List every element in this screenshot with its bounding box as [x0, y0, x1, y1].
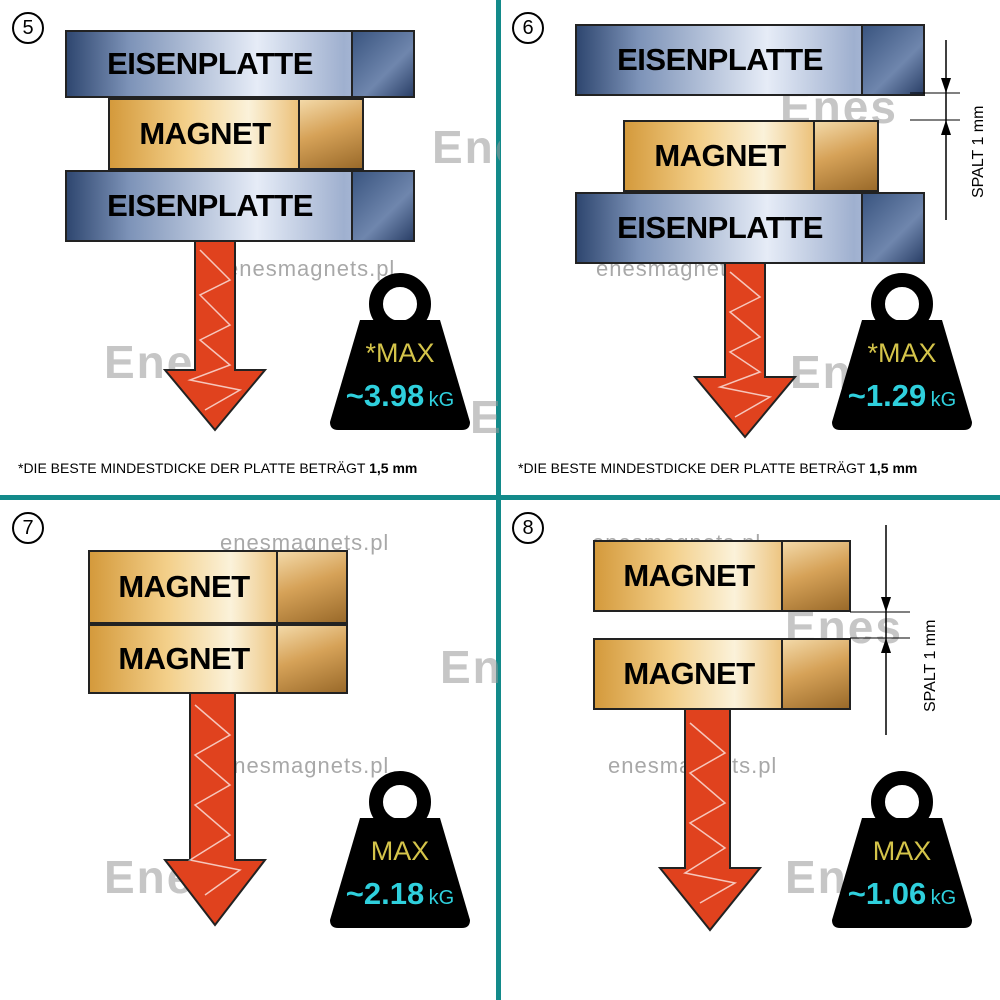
- magnet-edge: [276, 552, 346, 622]
- layer-label: MAGNET: [623, 656, 755, 691]
- magnet-edge: [813, 122, 877, 190]
- panel-8: 8 enesmagnets.pl enesmagnets.pl Enes Ene…: [500, 500, 1000, 1000]
- iron-plate-top: EISENPLATTE: [65, 30, 415, 98]
- panel-5: 5 enesmagnets.pl Enes Enes Enes Enes EIS…: [0, 0, 500, 500]
- layer-label: EISENPLATTE: [617, 42, 823, 77]
- force-arrow: [162, 240, 268, 432]
- iron-plate-top: EISENPLATTE: [575, 24, 925, 96]
- iron-plate-bottom: EISENPLATTE: [65, 170, 415, 242]
- max-value: ~2.18 kG: [325, 876, 475, 912]
- magnet-block: MAGNET: [623, 120, 879, 192]
- layer-label: MAGNET: [654, 138, 786, 173]
- panel-6: 6 enesmagnets.pl Enes Enes EISENPLATTE M…: [500, 0, 1000, 500]
- force-arrow: [657, 708, 763, 932]
- layer-label: EISENPLATTE: [107, 46, 313, 81]
- magnet-edge: [276, 626, 346, 692]
- layer-label: MAGNET: [118, 569, 250, 604]
- note-bold: 1,5 mm: [869, 460, 918, 476]
- max-label: *MAX: [867, 338, 937, 368]
- vertical-divider: [496, 0, 501, 1000]
- watermark-url: enesmagnets.pl: [226, 256, 396, 281]
- gap-label: SPALT 1 mm: [922, 619, 939, 712]
- layer-label: EISENPLATTE: [107, 188, 313, 223]
- magnet-block: MAGNET: [108, 98, 364, 170]
- plate-edge: [861, 194, 923, 262]
- weight-icon: [330, 273, 470, 430]
- layer-label: MAGNET: [118, 641, 250, 676]
- magnet-edge: [298, 100, 362, 168]
- max-value: ~1.06 kG: [827, 876, 977, 912]
- watermark-logo: Enes: [432, 121, 500, 173]
- plate-edge: [351, 172, 413, 240]
- max-value: ~1.29 kG: [827, 378, 977, 414]
- weight-icon: [832, 771, 972, 928]
- weight-icon: [832, 273, 972, 430]
- layer-label: MAGNET: [139, 116, 271, 151]
- max-label: MAX: [370, 836, 430, 866]
- gap-dimension: [850, 525, 910, 735]
- plate-edge: [351, 32, 413, 96]
- magnet-edge: [781, 640, 849, 708]
- weight-icon: [330, 771, 470, 928]
- magnet-edge: [781, 542, 849, 610]
- force-arrow: [692, 262, 798, 439]
- value-number: ~1.29: [847, 378, 927, 413]
- panel-number: 7: [12, 512, 44, 544]
- thickness-note: *DIE BESTE MINDESTDICKE DER PLATTE BETRÄ…: [18, 460, 417, 476]
- watermark-url: enesmagnets.pl: [220, 753, 390, 778]
- magnet-bottom: MAGNET: [593, 638, 851, 710]
- watermark-logo: Enes: [470, 391, 500, 443]
- note-text: *DIE BESTE MINDESTDICKE DER PLATTE BETRÄ…: [18, 460, 370, 476]
- value-number: ~1.06: [847, 876, 927, 911]
- panel-number: 6: [512, 12, 544, 44]
- note-text: *DIE BESTE MINDESTDICKE DER PLATTE BETRÄ…: [518, 460, 870, 476]
- magnet-top: MAGNET: [88, 550, 348, 624]
- gap-label: SPALT 1 mm: [970, 105, 987, 198]
- value-unit: kG: [428, 389, 455, 411]
- value-unit: kG: [930, 887, 957, 909]
- max-label: *MAX: [365, 338, 435, 368]
- gap-dimension: [910, 40, 960, 220]
- force-arrow: [162, 690, 268, 927]
- layer-label: MAGNET: [623, 558, 755, 593]
- max-value: ~3.98 kG: [325, 378, 475, 414]
- note-bold: 1,5 mm: [369, 460, 418, 476]
- magnet-top: MAGNET: [593, 540, 851, 612]
- layer-label: EISENPLATTE: [617, 210, 823, 245]
- value-unit: kG: [428, 887, 455, 909]
- value-unit: kG: [930, 389, 957, 411]
- panel-7: 7 enesmagnets.pl enesmagnets.pl Enes Ene…: [0, 500, 500, 1000]
- max-label: MAX: [872, 836, 932, 866]
- plate-edge: [861, 26, 923, 94]
- iron-plate-bottom: EISENPLATTE: [575, 192, 925, 264]
- watermark-logo: Enes: [440, 641, 500, 693]
- panel-number: 5: [12, 12, 44, 44]
- horizontal-divider: [0, 495, 1000, 500]
- magnet-bottom: MAGNET: [88, 624, 348, 694]
- value-number: ~2.18: [345, 876, 425, 911]
- panel-number: 8: [512, 512, 544, 544]
- value-number: ~3.98: [345, 378, 425, 413]
- thickness-note: *DIE BESTE MINDESTDICKE DER PLATTE BETRÄ…: [518, 460, 917, 476]
